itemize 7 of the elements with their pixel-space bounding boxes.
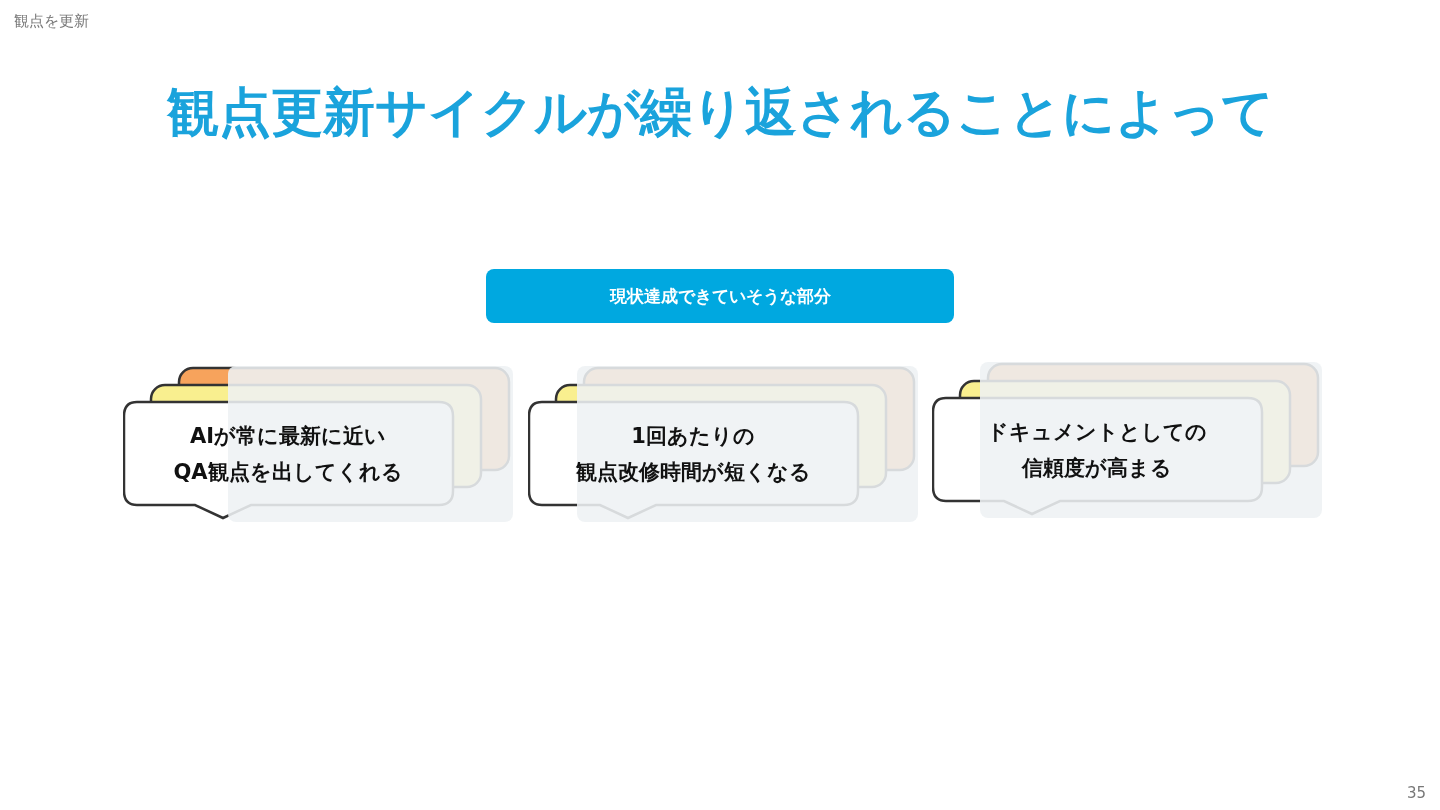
bubble-text: 1回あたりの観点改修時間が短くなる [574, 423, 812, 486]
heading-banner: 現状達成できていそうな部分 [486, 269, 954, 323]
slide-title: 観点更新サイクルが繰り返されることによって [165, 81, 1275, 144]
bubble-text: AIが常に最新に近いQA観点を出してくれる [172, 423, 404, 486]
bubble-text: ドキュメントとしての信頼度が高まる [986, 419, 1208, 482]
page-number: 35 [1406, 784, 1426, 802]
header-text: 観点を更新 [14, 12, 89, 31]
